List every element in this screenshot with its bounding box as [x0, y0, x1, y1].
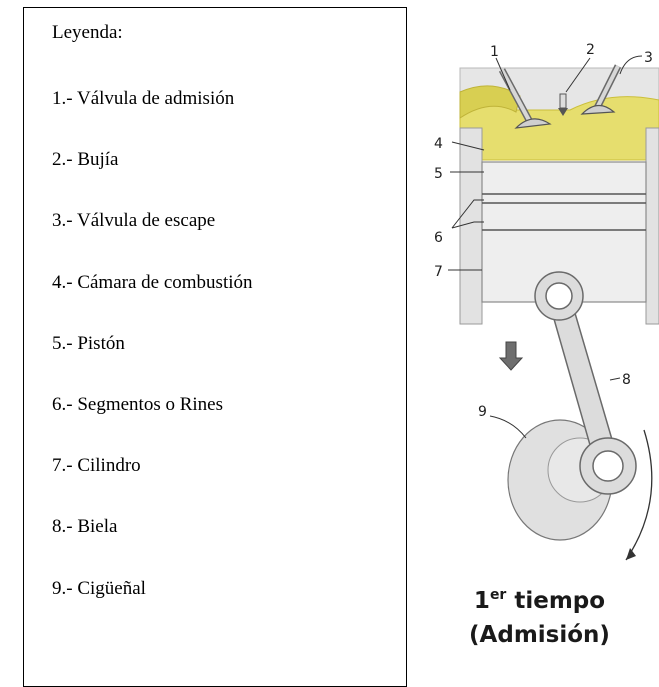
legend-item-crankshaft: 9.- Cigüeñal: [52, 577, 146, 599]
legend-item-spark-plug: 2.- Bujía: [52, 149, 119, 171]
legend-item-exhaust-valve: 3.- Válvula de escape: [52, 210, 216, 232]
callout-9: 9: [478, 404, 487, 420]
stroke-number: 1: [473, 588, 490, 614]
legend-item-connecting-rod: 8.- Biela: [52, 516, 118, 538]
stroke-caption-line1: 1er tiempo: [420, 578, 659, 618]
legend-list: 1.- Válvula de admisión 2.- Bujía 3.- Vá…: [52, 88, 253, 639]
callout-3: 3: [644, 50, 653, 66]
engine-diagram: 1 2 3 4 5 6 7 8 9 1er tiempo (Admisión): [420, 0, 659, 668]
legend-item-piston-rings: 6.- Segmentos o Rines: [52, 393, 223, 415]
cylinder-wall-left: [459, 127, 483, 325]
connecting-rod: [534, 271, 637, 495]
down-arrow-icon: [498, 341, 524, 371]
stroke-ordinal-suffix: er: [489, 587, 507, 603]
stroke-word: tiempo: [514, 588, 606, 614]
legend-box: Leyenda: 1.- Válvula de admisión 2.- Buj…: [23, 7, 407, 687]
callout-1: 1: [490, 44, 499, 60]
callout-2: 2: [586, 42, 595, 58]
rotation-arrow-icon: [625, 429, 653, 561]
engine-drawing: 1 2 3 4 5 6 7 8 9: [434, 42, 659, 561]
spark-plug: [558, 93, 568, 116]
stroke-caption: 1er tiempo (Admisión): [420, 578, 659, 652]
legend-title: Leyenda:: [52, 22, 123, 43]
callout-lines: [448, 55, 643, 439]
stroke-phase: (Admisión): [469, 622, 610, 648]
cylinder-wall-right: [645, 127, 659, 325]
legend-item-cylinder: 7.- Cilindro: [52, 455, 141, 477]
callout-7: 7: [434, 264, 443, 280]
intake-valve: [498, 68, 552, 129]
callout-8: 8: [622, 372, 631, 388]
callout-4: 4: [434, 136, 443, 152]
callout-5: 5: [434, 166, 443, 182]
callout-6: 6: [434, 230, 443, 246]
legend-item-combustion-chamber: 4.- Cámara de combustión: [52, 271, 253, 293]
legend-item-piston: 5.- Pistón: [52, 332, 125, 354]
legend-item-intake-valve: 1.- Válvula de admisión: [52, 88, 235, 109]
exhaust-valve: [580, 64, 622, 115]
